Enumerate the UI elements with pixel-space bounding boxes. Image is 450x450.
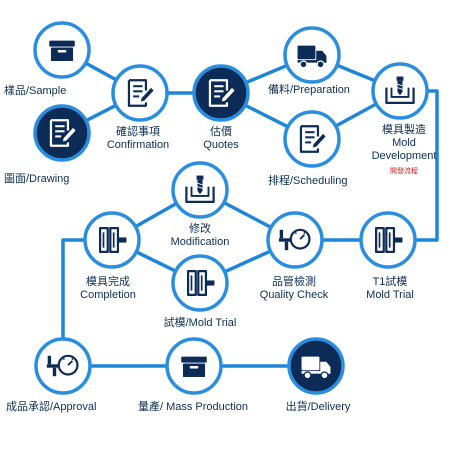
node-sample	[33, 21, 91, 79]
label-mass-production: 量產/ Mass Production	[137, 401, 249, 413]
label-mold-development-en2: Development	[371, 150, 437, 162]
node-quality-check	[266, 211, 324, 269]
node-preparation	[283, 26, 341, 84]
label-quotes: 估價 Quotes	[203, 126, 238, 152]
node-modification	[171, 161, 229, 219]
node-confirmation	[111, 64, 169, 122]
box-icon	[181, 356, 207, 378]
node-mold-trial-2	[171, 254, 229, 312]
node-t1-mold-trial	[359, 211, 417, 269]
label-t1-mold-trial-zh: T1試模	[372, 276, 408, 288]
label-modification-zh: 修改	[188, 223, 211, 235]
label-quotes-zh: 估價	[210, 126, 232, 138]
label-completion: 模具完成 Completion	[80, 276, 136, 302]
node-completion	[83, 211, 141, 269]
label-delivery: 出貨/Delivery	[285, 401, 351, 413]
label-mold-development-en1: Mold	[392, 137, 416, 149]
node-scheduling	[283, 110, 341, 168]
node-delivery	[287, 337, 345, 395]
label-mold-trial-2: 試模/Mold Trial	[163, 317, 237, 329]
label-completion-zh: 模具完成	[85, 276, 130, 288]
node-mass-production	[165, 337, 223, 395]
node-approval	[34, 337, 92, 395]
label-drawing: 圖面/Drawing	[4, 173, 70, 185]
label-development-process-note: 開發流程	[390, 168, 418, 175]
label-t1-mold-trial: T1試模 Mold Trial	[366, 276, 414, 302]
box-icon	[49, 40, 75, 62]
label-modification-en: Modification	[170, 236, 230, 248]
label-modification: 修改 Modification	[171, 223, 230, 249]
label-preparation: 備料/Preparation	[268, 84, 350, 96]
label-t1-mold-trial-en: Mold Trial	[366, 289, 414, 301]
label-confirmation: 確認事項 Confirmation	[107, 126, 169, 152]
label-quality-check-en: Quality Check	[259, 289, 329, 301]
node-drawing	[33, 104, 91, 162]
label-mold-development: 模具製造 Mold Development	[372, 124, 437, 163]
label-confirmation-en: Confirmation	[106, 139, 170, 151]
label-quotes-en: Quotes	[203, 139, 239, 151]
label-completion-en: Completion	[80, 289, 136, 301]
node-mold-development	[371, 62, 429, 120]
node-quotes	[192, 64, 250, 122]
label-sample: 樣品/Sample	[4, 85, 67, 97]
label-quality-check: 品管檢測 Quality Check	[260, 276, 328, 302]
label-quality-check-zh: 品管檢測	[271, 276, 316, 288]
label-confirmation-zh: 確認事項	[115, 126, 160, 138]
label-approval: 成品承認/Approval	[6, 401, 97, 413]
label-scheduling: 排程/Scheduling	[268, 175, 348, 187]
label-mold-development-zh: 模具製造	[381, 124, 426, 136]
